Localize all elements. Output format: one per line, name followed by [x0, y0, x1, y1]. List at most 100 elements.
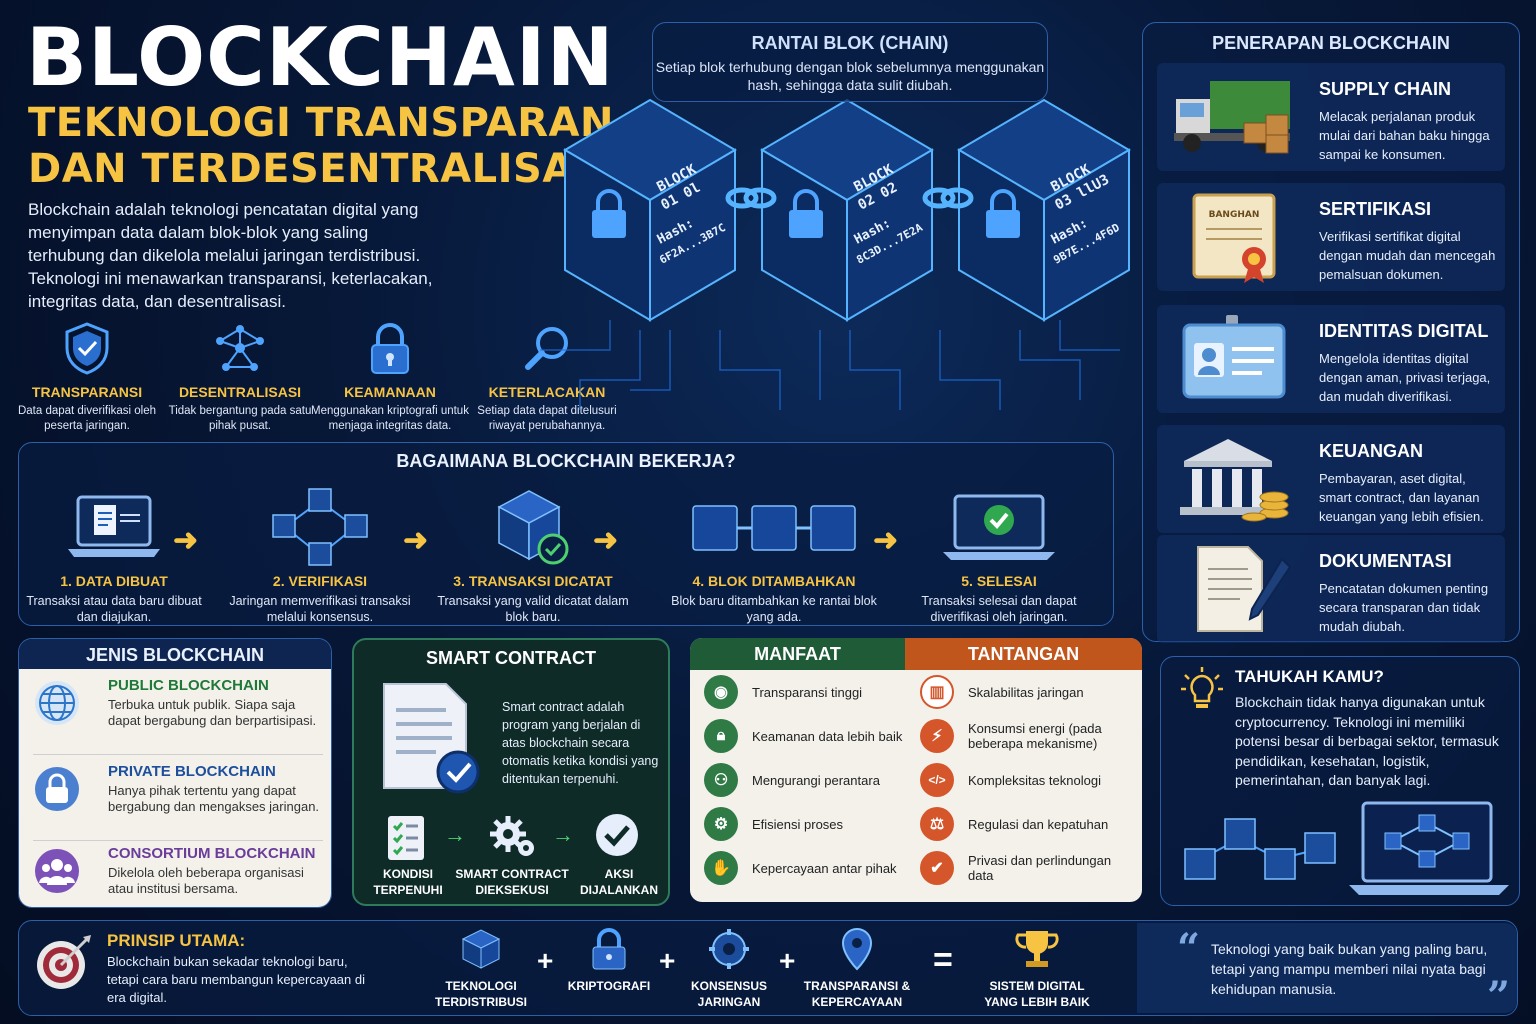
feature-title: DESENTRALISASI: [178, 384, 302, 400]
app-dokumentasi: DOKUMENTASI Pencatatan dokumen penting s…: [1157, 535, 1505, 643]
feature-title: KEAMANAAN: [344, 384, 436, 400]
step-desc: Blok baru ditambahkan ke rantai blok yan…: [671, 594, 877, 624]
fact-panel: TAHUKAH KAMU? Blockchain tidak hanya dig…: [1160, 656, 1520, 906]
magnifier-icon: [519, 320, 575, 376]
benefits-title: MANFAAT: [690, 638, 905, 670]
step-3: 3. TRANSAKSI DICATAT Transaksi yang vali…: [433, 487, 633, 625]
lock-icon: [789, 210, 823, 238]
check-circle-icon: [596, 814, 638, 856]
feature-desc: Setiap data dapat ditelusuri riwayat per…: [477, 405, 617, 432]
step-5: 5. SELESAI Transaksi selesai dan dapat d…: [899, 487, 1099, 625]
lightning-icon: ⚡︎: [920, 719, 954, 753]
handshake-icon: ✋: [704, 851, 738, 885]
app-desc: Mengelola identitas digital dengan aman,…: [1319, 351, 1491, 404]
principle-item: TRANSPARANSI & KEPERCAYAAN: [795, 927, 919, 1010]
blockchain-illustration: BLOCK 01 0l Hash: 6F2A...3B7C BLOCK 02 0…: [540, 98, 1131, 410]
app-title: SERTIFIKASI: [1319, 199, 1432, 219]
chain-info-box: RANTAI BLOK (CHAIN) Setiap blok terhubun…: [652, 22, 1048, 102]
type-public: PUBLIC BLOCKCHAIN Terbuka untuk publik. …: [33, 673, 323, 755]
gear-icon: ⚙: [704, 807, 738, 841]
type-desc: Terbuka untuk publik. Siapa saja dapat b…: [108, 697, 317, 728]
lock-icon: [35, 767, 79, 811]
app-keuangan: KEUANGAN Pembayaran, aset digital, smart…: [1157, 425, 1505, 533]
type-private: PRIVATE BLOCKCHAIN Hanya pihak tertentu …: [33, 759, 323, 841]
laptop-document-icon: [19, 487, 209, 569]
step-title: 4. BLOK DITAMBAHKAN: [692, 573, 856, 589]
type-title: CONSORTIUM BLOCKCHAIN: [108, 845, 316, 862]
feature-desc: Data dapat diverifikasi oleh peserta jar…: [17, 405, 157, 432]
step-desc: Transaksi selesai dan dapat diverifikasi…: [921, 594, 1077, 624]
step-desc: Transaksi yang valid dicatat dalam blok …: [437, 594, 629, 624]
feature-keterlacakan: KETERLACAKAN Setiap data dapat ditelusur…: [472, 320, 622, 434]
scales-icon: ⚖: [920, 807, 954, 841]
how-title: BAGAIMANA BLOCKCHAIN BEKERJA?: [396, 451, 736, 471]
target-icon: [37, 935, 91, 989]
app-title: DOKUMENTASI: [1319, 551, 1452, 571]
app-supply-chain: SUPPLY CHAIN Melacak perjalanan produk m…: [1157, 63, 1505, 171]
step-1: 1. DATA DIBUAT Transaksi atau data baru …: [19, 487, 209, 625]
quote-close-icon: ”: [1487, 973, 1511, 1020]
smart-desc: Smart contract adalah program yang berja…: [502, 700, 659, 786]
plus-sign: +: [659, 945, 676, 976]
how-it-works-panel: BAGAIMANA BLOCKCHAIN BEKERJA? 1. DATA DI…: [18, 442, 1114, 626]
flow-label: SMART CONTRACT DIEKSEKUSI: [455, 867, 569, 897]
app-title: IDENTITAS DIGITAL: [1319, 321, 1489, 341]
flow-label: AKSI DIJALANKAN: [580, 867, 658, 897]
hero-title: BLOCKCHAIN: [26, 11, 615, 104]
principle-label: KRIPTOGRAFI: [567, 979, 651, 993]
app-title: SUPPLY CHAIN: [1319, 79, 1452, 99]
eye-icon: ◉: [704, 675, 738, 709]
feature-desc: Menggunakan kriptografi untuk menjaga in…: [311, 405, 469, 432]
id-card-icon: [1167, 313, 1297, 405]
principle-item: KRIPTOGRAFI: [549, 927, 669, 994]
shield-icon: [59, 320, 115, 376]
code-icon: </>: [920, 763, 954, 797]
feature-keamanan: KEAMANAAN Menggunakan kriptografi untuk …: [310, 320, 470, 434]
challenges-title: TANTANGAN: [905, 638, 1142, 670]
step-title: 1. DATA DIBUAT: [60, 573, 168, 589]
lock-icon: 🔒︎: [704, 719, 738, 753]
lock-icon: [986, 210, 1020, 238]
step-4: 4. BLOK DITAMBAHKAN Blok baru ditambahka…: [669, 487, 879, 625]
hero-subtitle: TEKNOLOGI TRANSPARAN DAN TERDESENTRALISA…: [28, 100, 619, 192]
cube-icon: [461, 929, 501, 969]
block-1: [563, 98, 737, 322]
step-title: 5. SELESAI: [961, 573, 1037, 589]
arrow-right-icon: ➜: [403, 524, 429, 557]
principle-result-label: SISTEM DIGITAL YANG LEBIH BAIK: [984, 979, 1090, 1009]
group-icon: [35, 849, 79, 893]
feature-desc: Tidak bergantung pada satu pihak pusat.: [168, 405, 312, 432]
challenge-item: ⚡︎Konsumsi energi (pada beberapa mekanis…: [920, 716, 1138, 756]
benefit-item: ⚙Efisiensi proses: [704, 804, 904, 844]
challenge-item: </>Kompleksitas teknologi: [920, 760, 1138, 800]
plus-sign: +: [779, 945, 796, 976]
hero-intro: Blockchain adalah teknologi pencatatan d…: [28, 200, 433, 311]
block-2: [760, 98, 934, 322]
contract-document-icon: [383, 683, 480, 794]
fact-title: TAHUKAH KAMU?: [1235, 667, 1384, 686]
type-title: PUBLIC BLOCKCHAIN: [108, 677, 269, 694]
trophy-icon: [1015, 931, 1059, 967]
truck-icon: [1167, 71, 1297, 163]
type-desc: Hanya pihak tertentu yang dapat bergabun…: [108, 783, 320, 814]
network-icon: [212, 320, 268, 376]
principle-panel: PRINSIP UTAMA: Blockchain bukan sekadar …: [18, 920, 1518, 1020]
quote-box: “ Teknologi yang baik bukan yang paling …: [1137, 923, 1517, 1020]
app-identitas-digital: IDENTITAS DIGITAL Mengelola identitas di…: [1157, 305, 1505, 413]
lock-icon: [592, 928, 626, 970]
step-desc: Transaksi atau data baru dibuat dan diaj…: [26, 594, 202, 624]
quote-open-icon: “: [1177, 925, 1201, 972]
benefit-item: ✋Kepercayaan antar pihak: [704, 848, 904, 888]
benefit-item: ◉Transparansi tinggi: [704, 672, 904, 712]
people-icon: ⚇: [704, 763, 738, 797]
smart-contract-panel: SMART CONTRACT Smart contract adalah pro…: [352, 638, 670, 906]
feature-desentralisasi: DESENTRALISASI Tidak bergantung pada sat…: [165, 320, 315, 434]
principle-label: TRANSPARANSI & KEPERCAYAAN: [803, 979, 911, 1009]
chained-blocks-icon: [669, 487, 879, 569]
challenge-item: ✔Privasi dan perlindungan data: [920, 848, 1138, 888]
types-panel: JENIS BLOCKCHAIN PUBLIC BLOCKCHAIN Terbu…: [18, 638, 332, 908]
principle-item: KONSENSUS JARINGAN: [669, 927, 789, 1010]
network-blocks-icon: [225, 487, 415, 569]
arrow-right-icon: ➜: [593, 524, 619, 557]
benefit-item: ⚇Mengurangi perantara: [704, 760, 904, 800]
